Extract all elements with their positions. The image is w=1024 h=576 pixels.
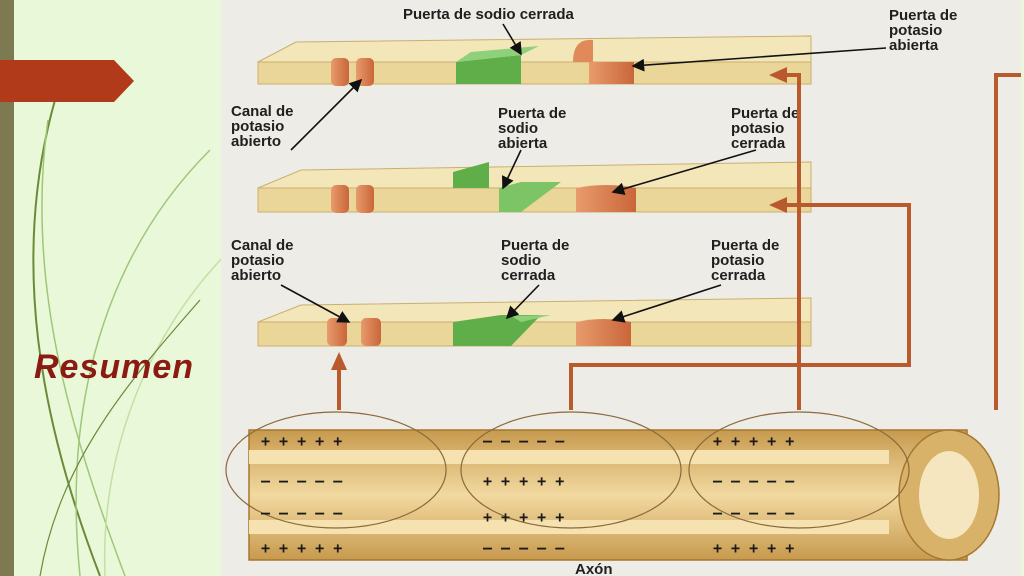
axon xyxy=(225,411,1000,561)
potassium-channel-3 xyxy=(327,318,381,346)
membrane-panel-1 xyxy=(257,35,812,86)
potassium-gate-3 xyxy=(576,319,631,346)
feedback-arrow-right xyxy=(994,73,1021,410)
charges-seg2-inner-top: + + + + + xyxy=(483,472,564,490)
charges-seg1-outer-bottom: + + + + + xyxy=(261,539,342,557)
label-k-closed-bottom: Puerta de potasio cerrada xyxy=(711,237,784,284)
charges-seg2-outer-bottom: – – – – – xyxy=(483,539,565,557)
slide-title: Resumen xyxy=(34,348,195,386)
action-potential-figure: Puerta de sodio cerrada Puerta de potasi… xyxy=(221,0,1021,576)
label-k-open-top: Puerta de potasio abierta xyxy=(889,7,962,54)
charges-seg1-inner-top: – – – – – xyxy=(261,472,343,490)
feedback-arrowhead-3 xyxy=(331,352,347,370)
pointer-arrows xyxy=(280,23,887,323)
charges-seg2-outer-top: – – – – – xyxy=(483,432,565,450)
label-k-channel-open-1: Canal de potasio abierto xyxy=(231,103,298,150)
charges-seg3-outer-bottom: + + + + + xyxy=(713,539,794,557)
charges-seg3-outer-top: + + + + + xyxy=(713,432,794,450)
sodium-gate-3 xyxy=(453,315,551,346)
membrane-panel-3 xyxy=(257,297,812,347)
charges-seg1-inner-bottom: – – – – – xyxy=(261,504,343,522)
label-k-channel-open-2: Canal de potasio abierto xyxy=(231,237,298,284)
charges-seg2-inner-bottom: + + + + + xyxy=(483,508,564,526)
label-na-open-mid: Puerta de sodio abierta xyxy=(498,105,571,152)
feedback-arrowhead-1 xyxy=(769,67,787,83)
feedback-arrows xyxy=(337,73,911,410)
charges-seg3-inner-bottom: – – – – – xyxy=(713,504,795,522)
label-na-closed-bottom: Puerta de sodio cerrada xyxy=(501,237,574,284)
left-accent-stripe xyxy=(0,0,14,576)
label-axon: Axón xyxy=(575,561,613,576)
charges-seg1-outer-top: + + + + + xyxy=(261,432,342,450)
membrane-panel-2 xyxy=(257,161,812,213)
potassium-channel-2 xyxy=(331,185,374,213)
label-na-closed-top: Puerta de sodio cerrada xyxy=(403,6,575,23)
title-arrow-tab xyxy=(0,60,134,102)
charges-seg3-inner-top: – – – – – xyxy=(713,472,795,490)
sodium-gate-2 xyxy=(453,162,561,212)
feedback-arrowhead-2 xyxy=(769,197,787,213)
label-k-closed-mid: Puerta de potasio cerrada xyxy=(731,105,804,152)
potassium-gate-1 xyxy=(573,39,634,84)
potassium-gate-2 xyxy=(576,185,636,212)
decorative-curves xyxy=(32,99,230,576)
